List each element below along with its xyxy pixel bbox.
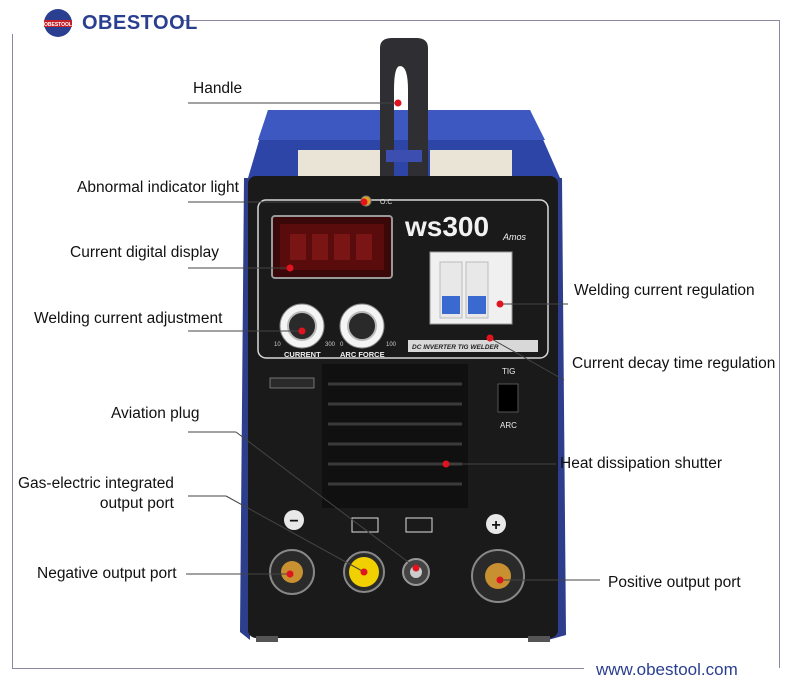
callout-leader-lines — [186, 102, 600, 581]
callout-welding-regulation: Welding current regulation — [574, 282, 755, 299]
callout-welding-adjust: Welding current adjustment — [34, 310, 223, 327]
top-border-line — [180, 20, 780, 21]
callout-negative-port: Negative output port — [37, 565, 177, 582]
svg-text:ARC: ARC — [500, 421, 517, 430]
callout-decay-time: Current decay time regulation — [572, 355, 776, 372]
left-border-line — [12, 34, 13, 668]
callout-dots — [286, 99, 504, 584]
callout-digital-display: Current digital display — [70, 244, 220, 261]
bottom-border-line — [12, 668, 584, 669]
minus-symbol — [284, 510, 304, 530]
right-border-line — [779, 20, 780, 668]
svg-text:+: + — [491, 517, 500, 534]
callout-gas-electric: Gas-electric integrated output port — [18, 474, 174, 514]
heat-dissipation-shutter — [322, 364, 468, 508]
plus-symbol — [486, 514, 506, 534]
handle-icon — [380, 38, 428, 178]
callout-aviation-plug: Aviation plug — [111, 405, 200, 422]
callout-gas-line2: output port — [99, 495, 174, 512]
svg-text:100: 100 — [386, 342, 397, 348]
website-link[interactable]: www.obestool.com — [596, 660, 738, 679]
svg-text:300: 300 — [325, 342, 336, 348]
svg-text:Amos: Amos — [502, 232, 527, 242]
callout-heat-shutter: Heat dissipation shutter — [560, 455, 722, 472]
callout-gas-line1: Gas-electric integrated — [18, 475, 174, 492]
inverter-badge — [408, 340, 538, 352]
brand-header: OBESTOOL OBESTOOL — [40, 8, 198, 38]
svg-text:0: 0 — [340, 342, 344, 348]
tig-arc-switch — [497, 383, 519, 413]
svg-text:OBESTOOL: OBESTOOL — [44, 22, 72, 28]
svg-text:−: − — [289, 513, 298, 530]
svg-text:CURRENT: CURRENT — [284, 350, 321, 359]
callout-handle: Handle — [193, 80, 243, 97]
svg-text:TIG: TIG — [502, 367, 515, 376]
svg-text:DC INVERTER TIG WELDER: DC INVERTER TIG WELDER — [412, 344, 499, 351]
brand-name: OBESTOOL — [82, 11, 198, 34]
brand-logo-icon: OBESTOOL — [44, 9, 72, 37]
callout-positive-port: Positive output port — [608, 574, 741, 591]
svg-text:10: 10 — [274, 342, 281, 348]
svg-text:ARC FORCE: ARC FORCE — [340, 350, 385, 359]
svg-text:O.C: O.C — [380, 199, 392, 206]
current-knob — [287, 311, 317, 341]
arc-force-knob — [347, 311, 377, 341]
callout-abnormal-indicator: Abnormal indicator light — [77, 179, 239, 196]
svg-text:ws300: ws300 — [404, 211, 489, 242]
